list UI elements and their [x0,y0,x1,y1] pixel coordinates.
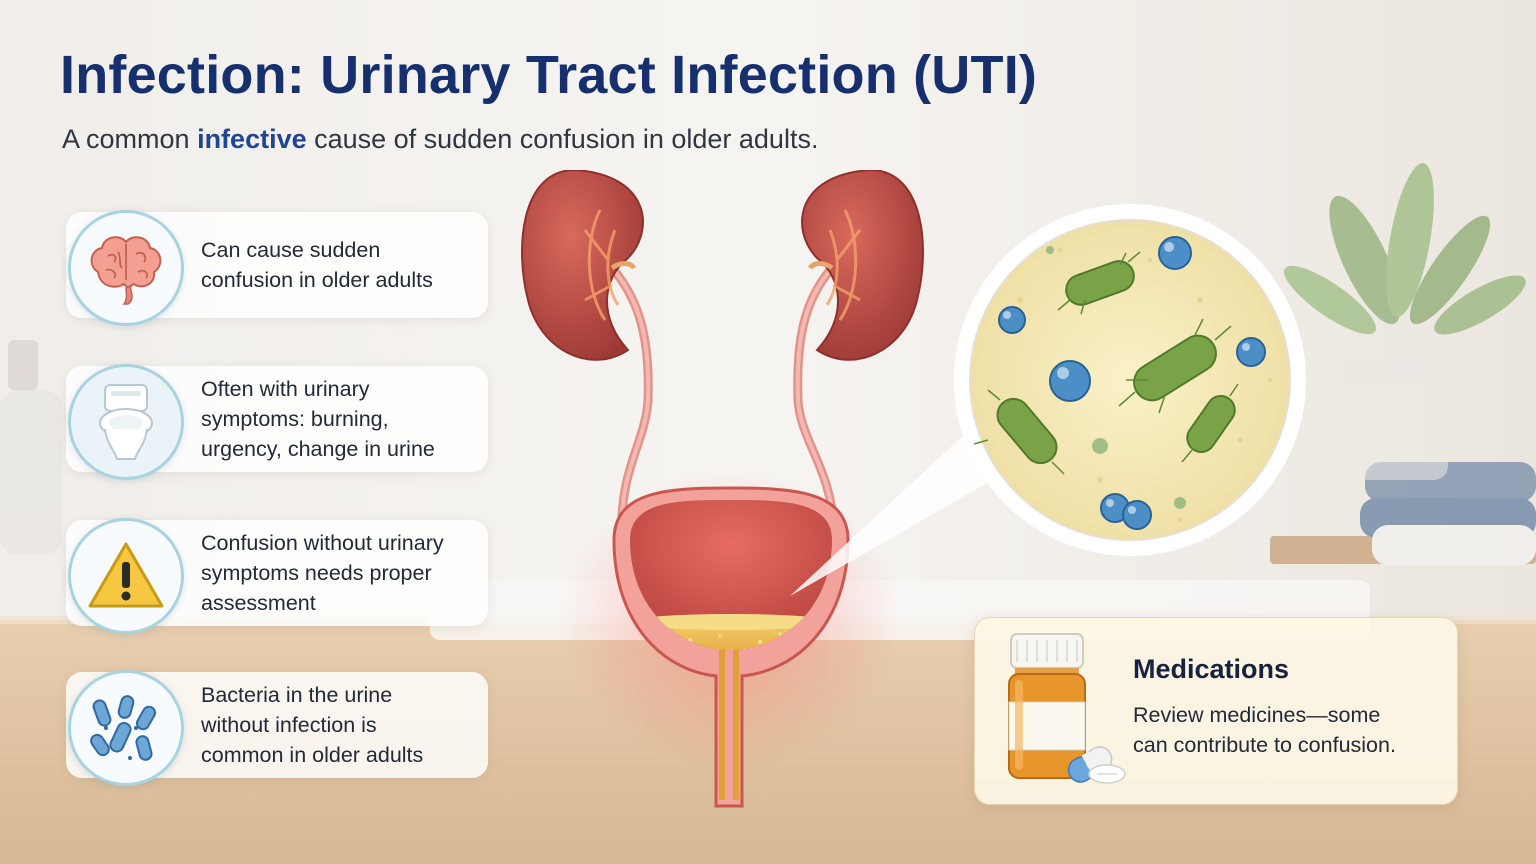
bacteria-magnifier [954,204,1306,556]
medications-line: Review medicines—some [1133,703,1381,727]
rod-bacterium [973,389,1065,475]
bacteria-icon [68,670,184,786]
info-card-line: Confusion without urinary [201,531,444,555]
medications-panel: Medications Review medicines—some can co… [974,617,1458,805]
bladder [612,486,850,808]
kidney-right [801,170,924,361]
info-card-urinary-symptoms: Often with urinary symptoms: burning, ur… [66,364,491,480]
info-card-line: Bacteria in the urine [201,683,393,707]
toilet-icon [68,364,184,480]
subtitle-highlight: infective [197,124,307,154]
info-card-line: assessment [201,591,316,615]
potted-plant [1284,163,1526,480]
ureter-left [607,263,653,535]
page-title: Infection: Urinary Tract Infection (UTI) [60,45,1038,105]
info-card-line: common in older adults [201,743,424,767]
info-card-confusion: Can cause sudden confusion in older adul… [66,210,491,326]
magnifier-pointer [790,420,1010,596]
info-card-line: urgency, change in urine [201,437,435,461]
rod-bacterium [1057,251,1141,315]
medications-line: can contribute to confusion. [1133,733,1396,757]
info-card-line: confusion in older adults [201,268,433,292]
info-card-assessment: Confusion without urinary symptoms needs… [66,518,491,634]
info-card-line: Can cause sudden [201,238,381,262]
rod-bacterium [1118,318,1232,414]
info-card-line: without infection is [201,713,377,737]
urethra [715,676,743,806]
medications-text: Review medicines—some can contribute to … [1133,700,1396,760]
warning-icon [68,518,184,634]
rod-bacterium [1181,383,1239,463]
subtitle-suffix: cause of sudden confusion in older adult… [306,124,819,154]
brain-icon [68,210,184,326]
info-card-text: Bacteria in the urine without infection … [201,680,491,770]
info-card-text: Can cause sudden confusion in older adul… [201,235,491,295]
info-card-text: Confusion without urinary symptoms needs… [201,528,491,618]
info-card-line: symptoms: burning, [201,407,389,431]
kidney-left [521,170,644,361]
pill-bottle-icon [1008,633,1126,784]
medications-title: Medications [1133,654,1290,684]
urinary-tract-diagram [521,170,1306,808]
soap-dispenser [0,340,62,555]
subtitle-prefix: A common [62,124,198,154]
info-card-bacteria: Bacteria in the urine without infection … [66,670,491,786]
info-card-line: symptoms needs proper [201,561,432,585]
info-card-line: Often with urinary [201,377,370,401]
info-card-text: Often with urinary symptoms: burning, ur… [201,374,491,464]
page-subtitle: A common infective cause of sudden confu… [62,124,818,155]
